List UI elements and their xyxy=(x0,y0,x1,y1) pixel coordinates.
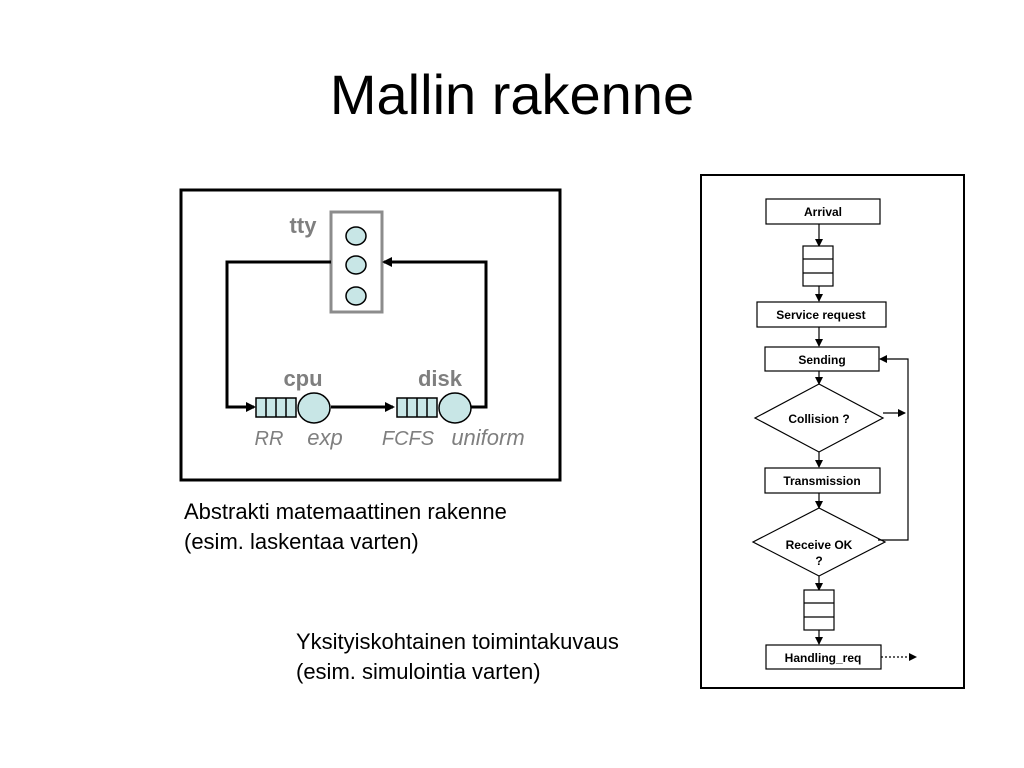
tty-terminal-node xyxy=(345,255,367,275)
arrow-receive-fail-to-sending xyxy=(878,355,909,541)
queueing-network-diagram: tty cpu disk RR exp FCFS uniform xyxy=(179,188,562,482)
cpu-server-node xyxy=(297,392,331,424)
disk-label: disk xyxy=(418,366,463,391)
tty-terminal-node xyxy=(345,226,367,246)
handling-req-box xyxy=(765,644,882,670)
service-request-label: Service request xyxy=(776,308,865,322)
flowchart-diagram: Arrival Service request Sending Collisio… xyxy=(700,174,965,689)
flowchart-queue-2 xyxy=(803,589,835,631)
disk-server-node xyxy=(438,392,472,424)
disk-queue xyxy=(396,397,438,418)
cpu-discipline-label: RR xyxy=(255,428,284,450)
sending-box xyxy=(764,346,880,372)
collision-label: Collision ? xyxy=(788,412,849,426)
service-request-box xyxy=(756,301,887,328)
flowchart-caption: Yksityiskohtainen toimintakuvaus (esim. … xyxy=(296,627,619,687)
queueing-network-frame xyxy=(179,188,562,482)
left-diagram-caption: Abstrakti matemaattinen rakenne (esim. l… xyxy=(184,497,507,557)
cpu-queue xyxy=(255,397,297,418)
tty-label: tty xyxy=(290,213,318,238)
receive-ok-label-line1: Receive OK xyxy=(786,538,853,552)
cpu-label: cpu xyxy=(283,366,322,391)
handling-req-label: Handling_req xyxy=(785,651,862,665)
tty-to-cpu-line xyxy=(225,260,331,412)
transmission-label: Transmission xyxy=(783,474,860,488)
disk-discipline-label: FCFS xyxy=(382,428,435,450)
flowchart-queue-1 xyxy=(802,245,834,287)
sending-label: Sending xyxy=(798,353,845,367)
slide-title: Mallin rakenne xyxy=(329,63,695,126)
transmission-box xyxy=(764,467,881,494)
flowchart-caption-line2: (esim. simulointia varten) xyxy=(296,659,541,684)
arrival-box xyxy=(765,198,881,225)
disk-distribution-label: uniform xyxy=(451,425,524,450)
left-caption-line2: (esim. laskentaa varten) xyxy=(184,529,419,554)
cpu-distribution-label: exp xyxy=(307,425,342,450)
left-caption-line1: Abstrakti matemaattinen rakenne xyxy=(184,499,507,524)
disk-to-tty-line xyxy=(382,257,488,409)
receive-ok-label-line2: ? xyxy=(815,554,822,568)
flowchart-caption-line1: Yksityiskohtainen toimintakuvaus xyxy=(296,629,619,654)
flowchart-frame xyxy=(700,174,965,689)
tty-terminal-node xyxy=(345,286,367,306)
arrival-label: Arrival xyxy=(804,205,842,219)
